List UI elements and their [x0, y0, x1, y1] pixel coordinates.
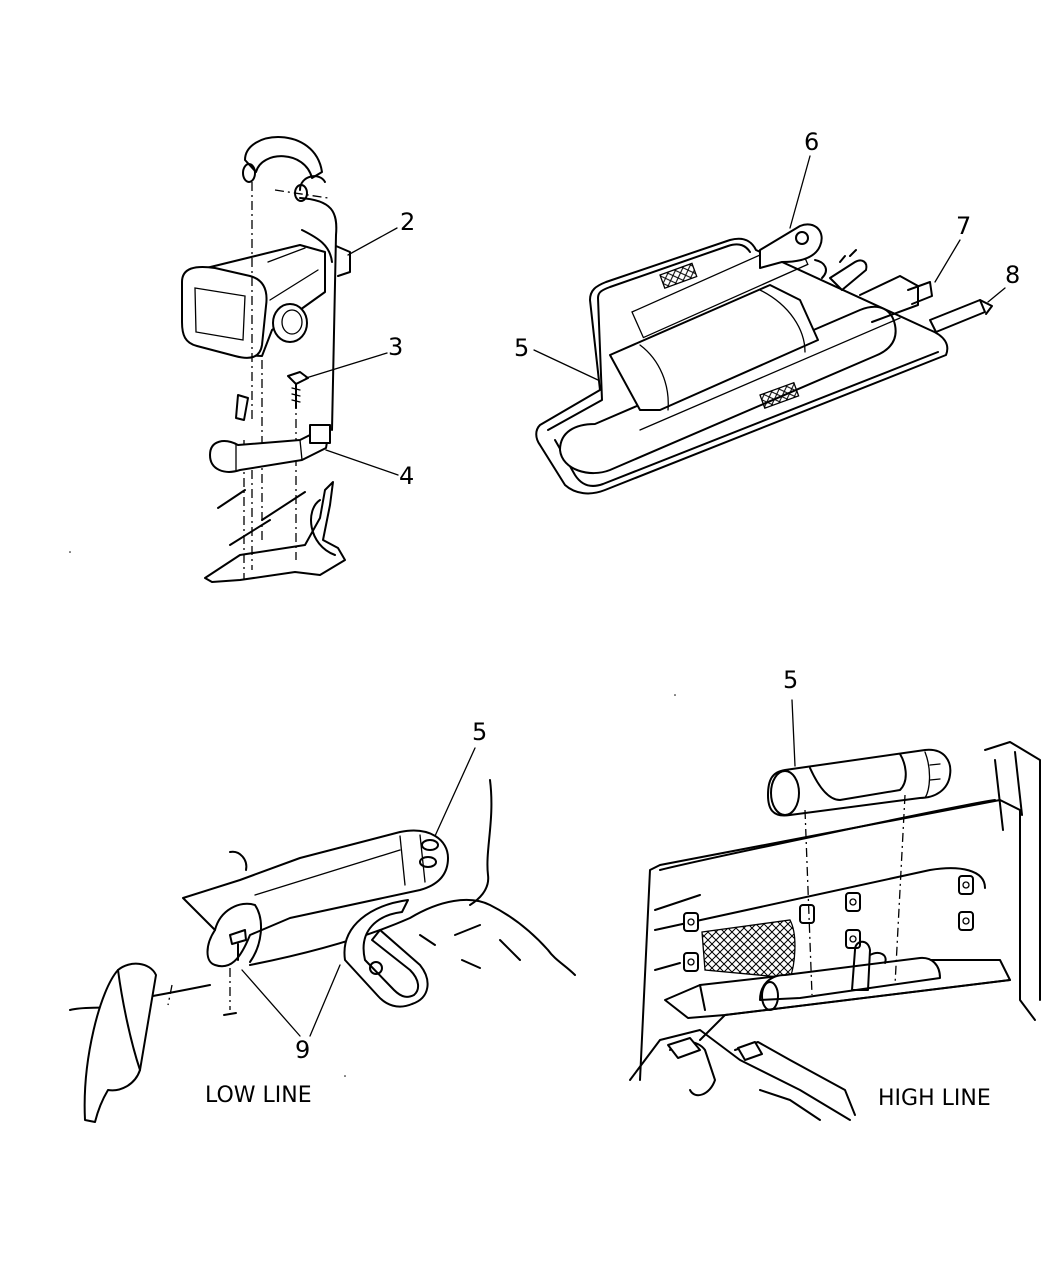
bracket-horn-assembly: [181, 136, 351, 583]
high-line-assembly: [629, 741, 1041, 1121]
callout-8: 8: [1005, 261, 1020, 289]
callout-7: 7: [956, 212, 971, 240]
speck: [344, 1075, 346, 1077]
view-captions: LOW LINE HIGH LINE: [205, 1083, 991, 1111]
panel-brackets: [683, 875, 974, 972]
callout-5-jack: 5: [514, 334, 529, 362]
callout-5-high-line: 5: [783, 666, 798, 694]
low-line-assembly: [69, 779, 576, 1123]
speck: [674, 694, 676, 696]
callout-5-low-line: 5: [472, 718, 487, 746]
callout-labels: 2 3 4 5 6 7 8 5 5 9: [295, 128, 1020, 1064]
callout-3: 3: [388, 333, 403, 361]
callout-6: 6: [804, 128, 819, 156]
callout-9: 9: [295, 1036, 310, 1064]
jack-storage-assembly: [535, 223, 993, 495]
leader-lines: [241, 155, 1006, 1037]
caption-high-line: HIGH LINE: [878, 1086, 991, 1111]
caption-low-line: LOW LINE: [205, 1083, 312, 1108]
speck: [69, 551, 71, 553]
callout-2: 2: [400, 208, 415, 236]
callout-4: 4: [399, 462, 414, 490]
